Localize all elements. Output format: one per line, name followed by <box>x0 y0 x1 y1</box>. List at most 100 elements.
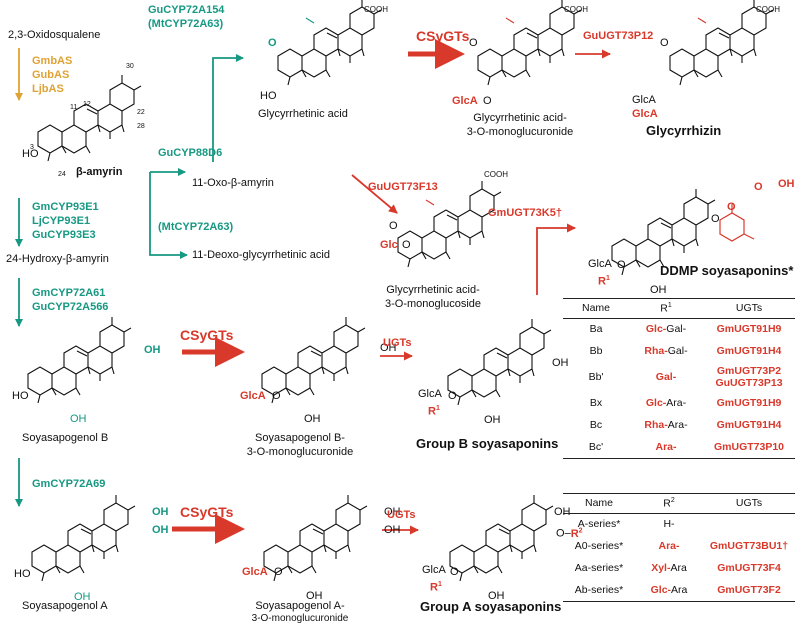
carbon-24: 24 <box>58 171 66 178</box>
sapb-mono-label-2: 3-O-monoglucuronide <box>246 446 354 458</box>
ga-glc-glc: Glc <box>380 239 398 251</box>
cyp88d6-label: GuCYP88D6 <box>158 147 223 159</box>
group-a-table-r-cell: Ara- <box>635 535 703 557</box>
group-b-table-ugt: GmUGT91H9 <box>716 397 782 409</box>
cyp72a61-1: GmCYP72A61 <box>32 287 106 299</box>
group-b-table-name-cell: Bb <box>589 345 603 357</box>
group-a-table-ugt-cell: GmUGT73F2 <box>703 579 795 602</box>
group-a-table-r-sugar: Glc- <box>650 583 672 596</box>
group-a-table-r-base: Ara <box>671 583 688 596</box>
group-b-table-name-cell: Bb' <box>588 371 604 383</box>
table2-header-r: R2 <box>635 493 703 514</box>
group-b-table-r-base: Gal- <box>667 345 688 357</box>
group-b-table-r-cell: Glc-Ara- <box>629 392 703 414</box>
sapb-oh-24: OH <box>70 413 87 425</box>
glycyrrhizin-glca-red: GlcA <box>632 108 658 120</box>
ga-cooh: COOH <box>364 5 388 14</box>
sapa-oh-24: OH <box>74 591 91 603</box>
group-a-table-ugt-cell <box>703 513 795 535</box>
group-b-table-r-base: Gal- <box>666 323 687 336</box>
group-b-table-ugt: GmUGT73P2 <box>716 365 782 377</box>
carbon-22: 22 <box>137 109 145 116</box>
ddmp-oh-red: OH <box>778 178 795 190</box>
sapb-mono-glca: GlcA <box>240 390 266 402</box>
group-a-table-r-sugar: Ara- <box>658 540 680 552</box>
sapb-mono-o: O <box>272 390 281 402</box>
oxo-bonds <box>305 17 315 24</box>
group-b-table-ugt-cell: GmUGT73P10 <box>703 436 795 459</box>
table1-header-ugts: UGTs <box>703 298 795 319</box>
ddmp-label: DDMP soyasaponins* <box>660 263 794 278</box>
group-a-table-r-base: Ara <box>670 562 687 574</box>
group-b-table-r-cell: Ara- <box>629 436 703 459</box>
beta-amyrin-ho: HO <box>22 148 39 160</box>
cyp72a61-2: GuCYP72A566 <box>32 301 109 313</box>
groupb-o: O <box>448 390 457 402</box>
soyasapogenol-b-structure <box>27 316 132 404</box>
ddmp-r1: R1 <box>598 275 610 288</box>
group-a-table-name-cell: Aa-series* <box>574 562 624 574</box>
group-b-table-ugt: GuUGT73P13 <box>715 377 783 389</box>
bas-enzyme-2: GubAS <box>32 69 70 81</box>
beta-amyrin-label: β-amyrin <box>76 166 123 178</box>
table1-header-name: Name <box>563 298 629 319</box>
sapb-oh-22: OH <box>144 344 161 356</box>
group-b-table-r-cell: Glc-Gal- <box>629 318 703 340</box>
glycyrrhizin-cooh: COOH <box>756 5 780 14</box>
ga-mono-oxo: O <box>469 37 478 49</box>
mtcyp72a63-top-label: (MtCYP72A63) <box>148 18 224 30</box>
table2-header-name: Name <box>563 493 635 514</box>
ugts-label-groupb: UGTs <box>383 337 412 349</box>
sapa-mono-label-2: 3-O-monoglucuronide <box>251 613 349 624</box>
group-a-table-row: Ab-series* Glc-Ara GmUGT73F2 <box>563 579 795 602</box>
ugt73f13-label: GuUGT73F13 <box>368 181 438 193</box>
groupb-glca: GlcA <box>418 388 442 400</box>
ga-glc-o: O <box>402 239 411 251</box>
groupb-oh: OH <box>484 414 501 426</box>
csygts-label-sapa: CSyGTs <box>180 504 234 520</box>
ga-glc-cooh: COOH <box>484 170 508 179</box>
group-b-table-r-sugar: Ara- <box>655 440 677 453</box>
sapa-oh-22: OH <box>152 524 169 536</box>
sapa-mono-label-1: Soyasapogenol A- <box>255 600 345 612</box>
groupa-o: O <box>450 566 459 578</box>
ddmp-soyasaponin-structure <box>611 188 755 276</box>
csygts-label-ga: CSyGTs <box>416 28 470 44</box>
ga-ho: HO <box>260 90 277 102</box>
group-a-table-row: A-series*H- <box>563 513 795 535</box>
group-a-table-name-cell: A-series* <box>577 518 621 531</box>
group-b-table-r-sugar: Rha- <box>644 345 668 357</box>
group-a-table: Name R2 UGTs A-series*H-A0-series*Ara-Gm… <box>563 493 795 602</box>
table1-header-r: R1 <box>629 298 703 319</box>
ugt73k5-arrow <box>536 223 576 295</box>
carbon-3: 3 <box>30 144 34 151</box>
cyp93-3: GuCYP93E3 <box>32 229 96 241</box>
group-a-table-row: A0-series* Ara- GmUGT73BU1† <box>563 535 795 557</box>
group-b-table-ugt: GmUGT91H4 <box>716 419 782 431</box>
group-a-table-ugt: GmUGT73BU1† <box>709 540 789 552</box>
group-a-table-name-cell: A0-series* <box>574 540 624 552</box>
ga-mono-glca: GlcA <box>452 95 478 107</box>
sapa-label: Soyasapogenol A <box>22 600 108 612</box>
ddmp-o: O <box>617 259 626 271</box>
sapa-mono-oh: OH <box>306 590 323 602</box>
groupa-label: Group A soyasaponins <box>420 599 562 614</box>
sapa-mono-o: O <box>274 566 283 578</box>
ga-mono-label-1: Glycyrrhetinic acid- <box>473 112 567 124</box>
group-b-table-name-cell: Bc' <box>563 436 629 459</box>
group-a-table-name-cell: Ab-series* <box>563 579 635 602</box>
hydroxy-amyrin-label: 24-Hydroxy-β-amyrin <box>6 253 109 265</box>
group-b-table-r-sugar: Gal- <box>655 371 677 383</box>
group-b-structure <box>447 318 552 406</box>
group-a-table-r-cell: Xyl-Ara <box>635 557 703 579</box>
group-a-table-ugt-cell: GmUGT73F4 <box>703 557 795 579</box>
ddmp-ring-o: O <box>727 201 736 213</box>
group-b-table-ugt: GmUGT91H4 <box>716 345 782 357</box>
bas-enzyme-1: GmbAS <box>32 55 73 67</box>
sapa-mono-oh22: OH <box>384 524 401 536</box>
mtcyp72a63-deoxo-arrow <box>149 172 188 259</box>
ga-glc-label-1: Glycyrrhetinic acid- <box>386 284 480 296</box>
group-b-table-r-cell: Rha-Ara- <box>629 414 703 436</box>
